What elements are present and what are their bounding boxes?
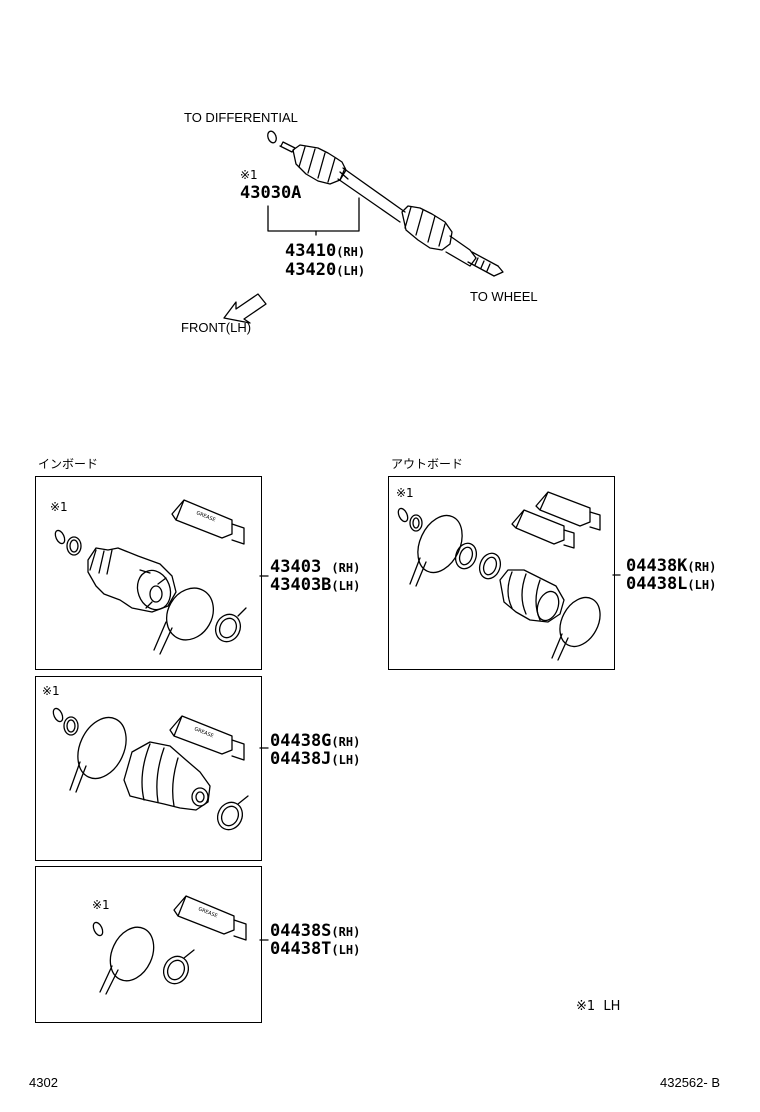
part-number: 43410 xyxy=(285,241,337,261)
lh-note: ※1 LH xyxy=(576,999,621,1014)
part-number-kit1-lh[interactable]: 43403B(LH) xyxy=(270,576,360,595)
side-suffix: (LH) xyxy=(331,943,361,957)
part-number: 04438J xyxy=(270,749,332,769)
side-suffix: (LH) xyxy=(331,579,361,593)
part-number-kit3-lh[interactable]: 04438T(LH) xyxy=(270,940,360,959)
outboard-kit-illustration xyxy=(397,491,601,661)
side-suffix: (LH) xyxy=(331,753,361,767)
part-number: 04438T xyxy=(270,939,332,959)
inboard-heading: インボード xyxy=(38,457,99,471)
outboard-kit-box[interactable] xyxy=(388,476,615,670)
to-wheel-label: TO WHEEL xyxy=(470,289,538,304)
inboard-kit2-illustration xyxy=(52,707,249,831)
part-number-kit1-rh[interactable]: 43403 (RH) xyxy=(270,558,360,577)
side-suffix: (LH) xyxy=(687,578,717,592)
part-number-kit3-rh[interactable]: 04438S(RH) xyxy=(270,922,360,941)
side-suffix: (RH) xyxy=(331,925,361,939)
side-suffix: (LH) xyxy=(336,264,366,278)
kit2-note-mark: ※1 xyxy=(42,684,60,698)
outboard-note-mark: ※1 xyxy=(396,486,414,500)
inboard-kit1-box[interactable] xyxy=(35,476,262,670)
part-number: 04438K xyxy=(626,556,688,576)
side-suffix: (RH) xyxy=(331,561,361,575)
inboard-kit3-illustration xyxy=(92,895,247,995)
part-number: 43403 xyxy=(270,557,332,577)
outboard-heading: アウトボード xyxy=(391,457,464,471)
part-number: 43420 xyxy=(285,260,337,280)
part-number-43030a[interactable]: 43030A xyxy=(240,183,302,203)
part-number-shaft-rh[interactable]: 43410(RH) xyxy=(285,242,365,261)
illustration-code: 432562- B xyxy=(660,1075,720,1090)
inboard-kit3-box[interactable] xyxy=(35,866,262,1023)
part-number-outboard-lh[interactable]: 04438L(LH) xyxy=(626,575,716,594)
side-suffix: (RH) xyxy=(331,735,361,749)
drive-shaft-illustration xyxy=(223,130,504,324)
inboard-kit1-illustration xyxy=(54,499,247,655)
part-number-kit2-lh[interactable]: 04438J(LH) xyxy=(270,750,360,769)
kit3-note-mark: ※1 xyxy=(92,898,110,912)
front-direction-label: FRONT(LH) xyxy=(181,320,252,335)
part-number-shaft-lh[interactable]: 43420(LH) xyxy=(285,261,365,280)
part-number: 04438L xyxy=(626,574,688,594)
inboard-kit2-box[interactable] xyxy=(35,676,262,861)
side-suffix: (RH) xyxy=(687,560,717,574)
part-number-outboard-rh[interactable]: 04438K(RH) xyxy=(626,557,716,576)
part-number: 04438S xyxy=(270,921,332,941)
note-mark: ※1 xyxy=(240,168,258,182)
kit1-note-mark: ※1 xyxy=(50,500,68,514)
page-code-left: 4302 xyxy=(29,1075,58,1090)
part-number-kit2-rh[interactable]: 04438G(RH) xyxy=(270,732,360,751)
part-number: 04438G xyxy=(270,731,332,751)
part-number: 43403B xyxy=(270,575,332,595)
to-differential-label: TO DIFFERENTIAL xyxy=(184,110,298,125)
side-suffix: (RH) xyxy=(336,245,366,259)
